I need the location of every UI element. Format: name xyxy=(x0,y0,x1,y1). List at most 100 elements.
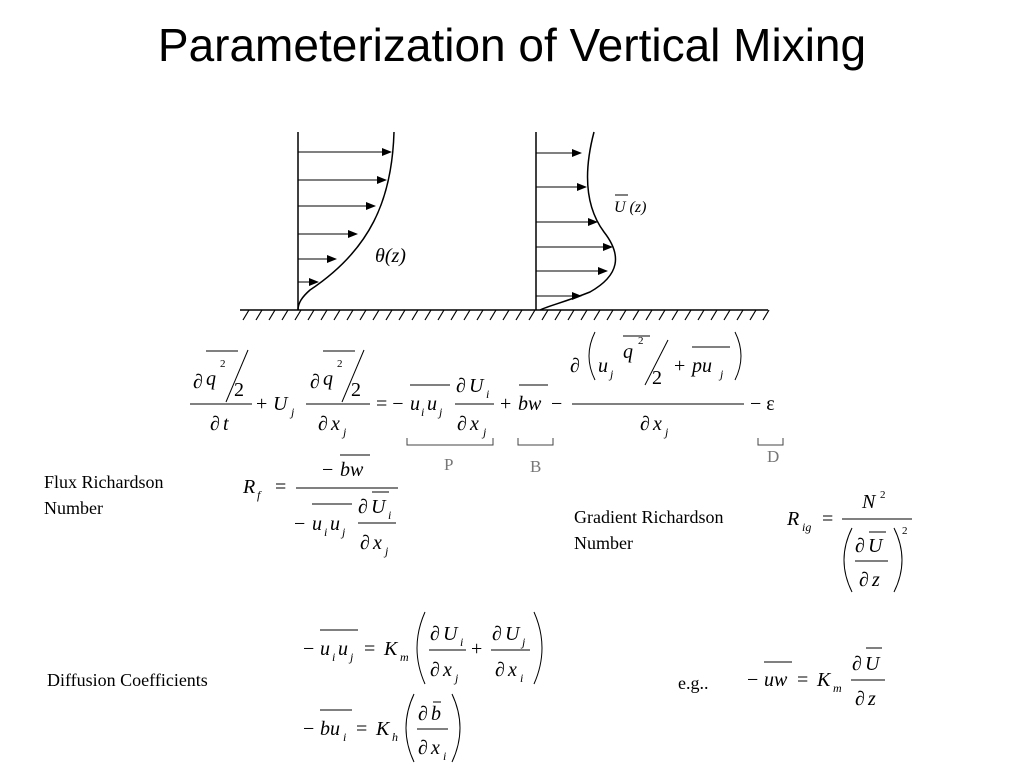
svg-text:∂: ∂ xyxy=(418,737,428,759)
ground-hatch-mark xyxy=(476,309,484,321)
svg-text:2: 2 xyxy=(652,367,662,389)
tke-equation: ∂ q 2 2 ∂ t + U j ∂ q 2 2 ∂ x j = − u i … xyxy=(190,331,775,439)
svg-text:u: u xyxy=(410,393,420,415)
svg-text:∂: ∂ xyxy=(570,355,580,377)
example-label: e.g.. xyxy=(678,673,709,693)
svg-text:j: j xyxy=(348,650,354,664)
svg-text:j: j xyxy=(481,425,487,439)
svg-text:∂: ∂ xyxy=(430,623,440,645)
ground-hatch-mark xyxy=(320,309,328,321)
ground-hatch-mark xyxy=(749,309,757,321)
svg-text:∂: ∂ xyxy=(640,413,650,435)
heat-diffusion-formula: − bu i = K h ∂ b ∂ x i xyxy=(303,693,461,763)
svg-text:i: i xyxy=(460,635,463,649)
svg-text:z: z xyxy=(867,688,876,710)
theta-curve xyxy=(297,131,395,311)
svg-text:t: t xyxy=(223,413,229,435)
svg-text:i: i xyxy=(486,387,489,401)
term-braces xyxy=(406,438,784,446)
ground-hatch-mark xyxy=(268,309,276,321)
production-label: P xyxy=(444,455,454,474)
svg-text:∂: ∂ xyxy=(457,413,467,435)
ground-hatch-mark xyxy=(307,309,315,321)
svg-text:j: j xyxy=(718,367,724,381)
ground-hatch-mark xyxy=(723,309,731,321)
svg-text:j: j xyxy=(383,544,389,558)
svg-text:N: N xyxy=(861,491,877,513)
svg-text:i: i xyxy=(343,730,346,744)
svg-text:R: R xyxy=(242,476,255,498)
svg-text:x: x xyxy=(430,737,440,759)
svg-text:j: j xyxy=(289,405,295,419)
svg-text:−: − xyxy=(303,718,314,740)
ground-hatch-mark xyxy=(762,309,770,321)
svg-text:x: x xyxy=(330,413,340,435)
velocity-curve xyxy=(539,131,617,311)
svg-text:∂: ∂ xyxy=(418,703,428,725)
svg-text:−: − xyxy=(303,638,314,660)
svg-text:+: + xyxy=(500,393,511,415)
svg-text:∂: ∂ xyxy=(492,623,502,645)
velocity-arrows xyxy=(536,149,613,300)
svg-text:U: U xyxy=(868,535,884,557)
example-formula: − uw = K m ∂ U ∂ z xyxy=(747,647,885,710)
svg-text:U: U xyxy=(273,393,289,415)
svg-text:j: j xyxy=(453,671,459,685)
svg-text:x: x xyxy=(442,659,452,681)
gradient-richardson-formula: R ig = N 2 ∂ U ∂ z 2 xyxy=(786,489,912,593)
ground-hatch-mark xyxy=(242,309,250,321)
svg-text:i: i xyxy=(332,650,335,664)
slide-title: Parameterization of Vertical Mixing xyxy=(157,19,867,71)
svg-text:∂: ∂ xyxy=(852,653,862,675)
svg-text:2: 2 xyxy=(351,379,361,401)
svg-text:i: i xyxy=(520,671,523,685)
ground-surface xyxy=(240,309,770,321)
svg-text:ig: ig xyxy=(802,520,811,534)
svg-text:j: j xyxy=(437,405,443,419)
svg-text:i: i xyxy=(443,749,446,763)
svg-text:∂: ∂ xyxy=(310,371,320,393)
ground-hatch-mark xyxy=(424,309,432,321)
svg-text:∂: ∂ xyxy=(193,371,203,393)
ground-hatch-mark xyxy=(658,309,666,321)
ground-hatch-mark xyxy=(736,309,744,321)
ground-hatch-mark xyxy=(580,309,588,321)
svg-text:=: = xyxy=(356,718,367,740)
svg-text:=: = xyxy=(275,476,286,498)
svg-text:j: j xyxy=(340,525,346,539)
ground-hatch-mark xyxy=(411,309,419,321)
ground-hatch-mark xyxy=(567,309,575,321)
svg-text:=: = xyxy=(797,669,808,691)
svg-text:m: m xyxy=(400,650,409,664)
ground-hatch-mark xyxy=(710,309,718,321)
ground-hatch-mark xyxy=(541,309,549,321)
theta-profile: θ(z) xyxy=(297,131,406,311)
svg-text:−: − xyxy=(322,459,333,481)
svg-text:+: + xyxy=(674,355,685,377)
ground-hatch-mark xyxy=(294,309,302,321)
svg-text:=: = xyxy=(364,638,375,660)
svg-text:∂: ∂ xyxy=(318,413,328,435)
ground-hatch-mark xyxy=(528,309,536,321)
svg-text:m: m xyxy=(833,681,842,695)
svg-text:∂: ∂ xyxy=(360,532,370,554)
svg-text:x: x xyxy=(507,659,517,681)
momentum-diffusion-formula: − u i u j = K m ∂ U i ∂ x j + ∂ U j ∂ x … xyxy=(303,611,543,685)
svg-text:bu: bu xyxy=(320,718,340,740)
svg-text:j: j xyxy=(341,425,347,439)
ground-hatch-mark xyxy=(489,309,497,321)
svg-text:∂: ∂ xyxy=(859,569,869,591)
svg-text:u: u xyxy=(330,513,340,535)
svg-text:j: j xyxy=(520,635,526,649)
ground-hatch-mark xyxy=(593,309,601,321)
ground-hatch-mark xyxy=(606,309,614,321)
svg-text:pu: pu xyxy=(690,355,712,377)
svg-text:f: f xyxy=(257,488,262,502)
svg-text:q: q xyxy=(206,368,216,390)
svg-text:+: + xyxy=(471,638,482,660)
svg-text:b: b xyxy=(431,703,441,725)
svg-text:2: 2 xyxy=(902,525,908,537)
ground-hatch-mark xyxy=(385,309,393,321)
svg-text:=: = xyxy=(822,508,833,530)
svg-text:U: U xyxy=(505,623,521,645)
